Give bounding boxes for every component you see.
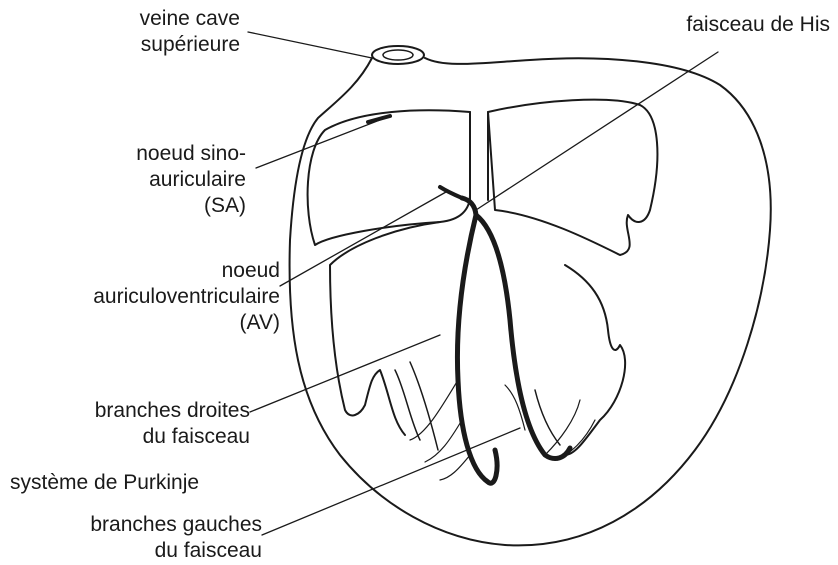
purkinje-fibres: [410, 380, 595, 480]
leader-faisceau-his: [476, 52, 718, 210]
sa-node: [368, 116, 390, 122]
leader-branches-droites: [250, 335, 440, 412]
label-branches-droites: branches droites du faisceau: [95, 398, 250, 450]
right-ventricle-wall: [330, 222, 440, 435]
left-atrium-wall: [488, 100, 657, 255]
vena-cava-lumen: [383, 50, 413, 60]
interatrial-septum: [470, 112, 488, 200]
right-bundle-branch: [457, 215, 497, 483]
label-purkinje: système de Purkinje: [10, 470, 199, 496]
label-noeud-sa: noeud sino- auriculaire (SA): [136, 141, 246, 219]
papillary-muscle: [535, 390, 560, 445]
leader-noeud-av: [280, 192, 446, 286]
leader-branches-gauches: [262, 428, 520, 535]
label-noeud-av: noeud auriculoventriculaire (AV): [93, 258, 280, 336]
av-node: [440, 187, 462, 198]
left-ventricle-wall: [565, 265, 625, 455]
leader-veine-cave: [248, 32, 372, 58]
leader-noeud-sa: [256, 118, 385, 168]
papillary-muscle: [410, 362, 438, 450]
label-veine-cave: veine cave supérieure: [140, 6, 240, 58]
vena-cava-opening: [372, 46, 424, 64]
heart-outline: [290, 58, 771, 545]
label-branches-gauches: branches gauches du faisceau: [90, 512, 262, 564]
label-faisceau-his: faisceau de His: [686, 12, 830, 38]
papillary-muscle: [395, 370, 420, 440]
